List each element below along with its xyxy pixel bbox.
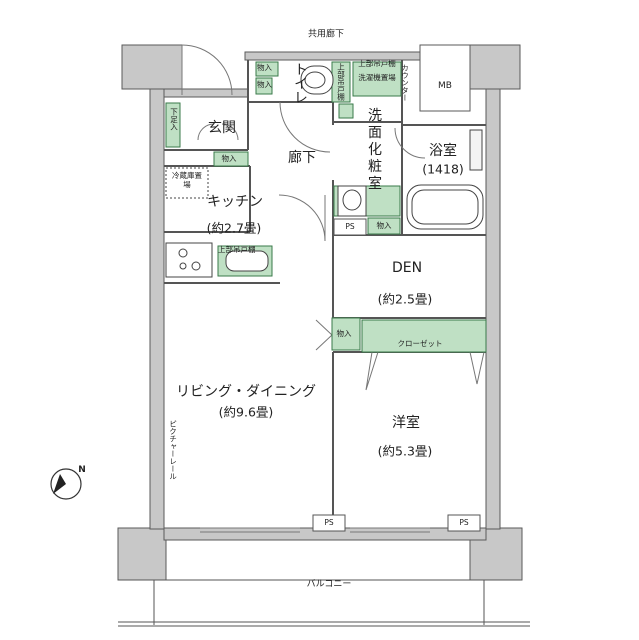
storage-block: [165, 102, 181, 148]
washroom-label: 洗面化粧室: [368, 108, 382, 192]
storage-block: [255, 77, 273, 95]
bathroom-label: 浴室: [429, 143, 457, 159]
western-room-label: 洋室: [392, 415, 420, 431]
living-label: リビング・ダイニング: [176, 384, 316, 400]
mb-label: MB: [438, 81, 452, 91]
wall-top-left: [163, 88, 249, 98]
north-arrow-icon: [50, 468, 82, 500]
column-top-left: [121, 44, 183, 90]
closet-label: クローゼット: [397, 338, 443, 348]
north-label: N: [78, 465, 86, 475]
storage-block: [367, 217, 401, 235]
balcony-label: バルコニー: [306, 579, 352, 590]
storage-block: [255, 61, 279, 77]
upper-cabinet-label: 上部吊戸棚: [358, 58, 396, 68]
wall-left: [149, 88, 165, 530]
storage-label: 物入: [257, 80, 272, 89]
storage-block: [352, 61, 402, 97]
storage-block: [331, 317, 361, 351]
living-area: (約9.6畳): [218, 404, 274, 420]
shoe-rack-label: 下足入: [169, 108, 179, 131]
upper-cabinet-label: 上部吊戸棚: [218, 245, 256, 254]
ps-label: PS: [345, 221, 355, 231]
storage-block: [213, 151, 249, 167]
washer-label: 洗濯機置場: [358, 73, 396, 82]
storage-label: 物入: [336, 328, 352, 338]
column-bottom-left: [117, 527, 167, 581]
western-room-area: (約5.3畳): [377, 443, 433, 459]
storage-label: 物入: [257, 63, 272, 72]
upper-cabinet-label: 上部吊戸棚: [336, 63, 346, 101]
storage-label: 物入: [221, 153, 237, 163]
storage-label: 物入: [376, 220, 392, 230]
common-corridor-label: 共用廊下: [307, 29, 345, 40]
wall-right: [485, 88, 501, 530]
den-area: (約2.5畳): [377, 291, 433, 307]
column-top-right: [467, 44, 521, 90]
storage-block: [338, 103, 354, 119]
toilet-label: トイレ: [292, 62, 308, 104]
hallway-label: 廊下: [288, 150, 316, 166]
entrance-label: 玄関: [208, 120, 236, 136]
bathroom-size: (1418): [422, 161, 464, 177]
picture-rail-label: ピクチャーレール: [168, 420, 178, 480]
ps-label: PS: [324, 517, 334, 527]
mb-box: [419, 44, 471, 112]
ps-label: PS: [459, 517, 469, 527]
counter-label: カウンター: [400, 64, 410, 102]
kitchen-area: (約2.7畳): [206, 220, 262, 236]
storage-block: [361, 319, 487, 353]
fridge-label: 冷蔵庫置場: [172, 171, 202, 189]
den-label: DEN: [391, 260, 423, 276]
kitchen-label: キッチン: [207, 194, 263, 210]
